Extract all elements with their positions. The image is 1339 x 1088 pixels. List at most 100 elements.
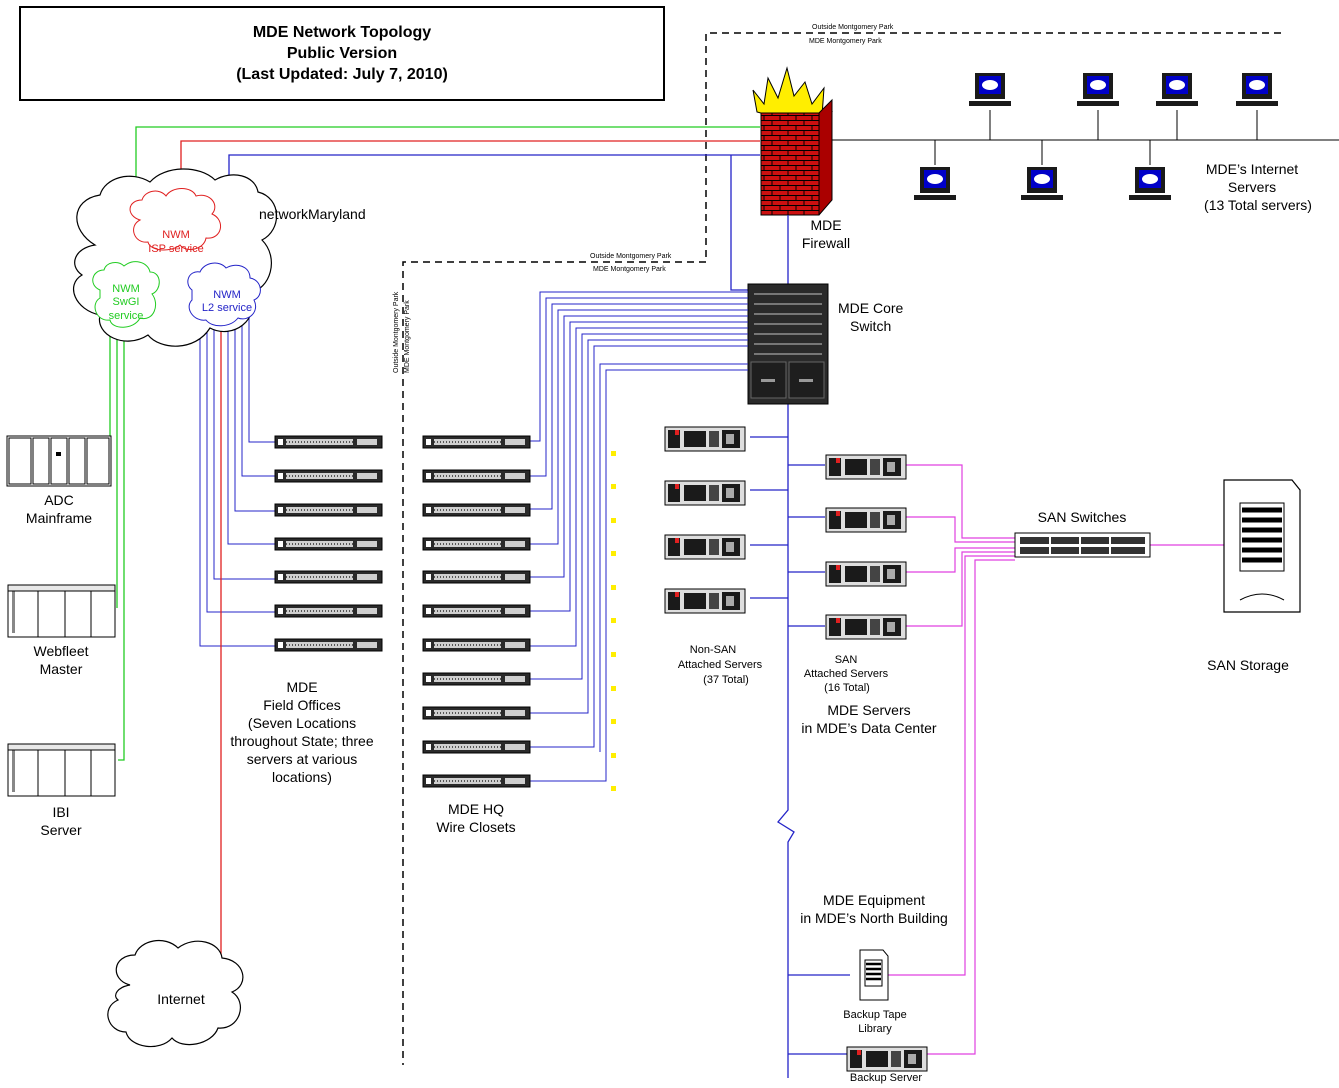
- boundary-outside-vert: Outside Montgomery Park: [393, 291, 400, 373]
- l2-label-1: NWM: [213, 289, 241, 301]
- san-server-icon: [825, 614, 907, 640]
- webfleet-label-2: Master: [40, 661, 83, 677]
- title-box: MDE Network Topology Public Version (Las…: [19, 6, 665, 101]
- core-switch-label-1: MDE Core: [838, 300, 904, 316]
- l2-label-2: L2 service: [202, 302, 252, 314]
- boundary-outside-top: Outside Montgomery Park: [812, 24, 894, 31]
- firewall-label-2: Firewall: [802, 235, 850, 251]
- field-switch-icon: [274, 638, 383, 652]
- closet-switch-icon: [422, 435, 531, 449]
- nonsan-label-2: Attached Servers: [678, 659, 763, 671]
- field-label-3: (Seven Locations: [248, 715, 356, 731]
- internet-server-icon: [1156, 73, 1198, 106]
- ibi-label-1: IBI: [52, 804, 69, 820]
- san-server-icon: [825, 507, 907, 533]
- hq-links: [530, 291, 748, 782]
- field-label-2: Field Offices: [263, 697, 341, 713]
- closet-markers: [611, 451, 616, 791]
- campus-boundary: Outside Montgomery Park MDE Montgomery P…: [393, 24, 1281, 1065]
- closet-switch-icon: [422, 774, 531, 788]
- san-server-icon: [825, 454, 907, 480]
- closet-switch-icon: [422, 570, 531, 584]
- datacenter-label-2: in MDE’s Data Center: [801, 720, 936, 736]
- title-line-3: (Last Updated: July 7, 2010): [236, 66, 448, 83]
- san-attached-servers: SAN Attached Servers (16 Total): [804, 454, 907, 694]
- field-switch-icon: [274, 570, 383, 584]
- isp-label-1: NWM: [162, 229, 190, 241]
- closet-switch-icon: [422, 740, 531, 754]
- non-san-server-icon: [664, 426, 746, 452]
- internet-servers-network: MDE’s Internet Servers (13 Total servers…: [825, 73, 1339, 213]
- field-label-4: throughout State; three: [230, 733, 373, 749]
- backup-tape-label-2: Library: [858, 1023, 892, 1035]
- closet-switch-icon: [422, 672, 531, 686]
- san-attached-label-1: SAN: [835, 654, 858, 666]
- field-switch-icon: [274, 469, 383, 483]
- field-label-1: MDE: [286, 679, 317, 695]
- core-switch-label-2: Switch: [850, 318, 891, 334]
- non-san-server-icon: [664, 480, 746, 506]
- internet-servers-label-1: MDE’s Internet: [1206, 161, 1298, 177]
- san-storage-label: SAN Storage: [1207, 657, 1289, 673]
- field-offices: MDE Field Offices (Seven Locations throu…: [230, 435, 383, 785]
- closet-switch-icon: [422, 469, 531, 483]
- internet-server-icon: [1021, 167, 1063, 200]
- backup-tape-label-1: Backup Tape: [843, 1009, 906, 1021]
- cloud-nm-label: networkMaryland: [259, 206, 366, 222]
- title-line-2: Public Version: [287, 45, 397, 62]
- non-san-server-icon: [664, 588, 746, 614]
- field-label-6: locations): [272, 769, 332, 785]
- hq-label-2: Wire Closets: [436, 819, 515, 835]
- core-switch-icon: MDE Core Switch: [747, 283, 904, 405]
- field-switch-icon: [274, 435, 383, 449]
- san-attached-label-2: Attached Servers: [804, 668, 889, 680]
- title-line-1: MDE Network Topology: [253, 24, 431, 41]
- adc-mainframe-icon: ADC Mainframe: [6, 435, 112, 526]
- boundary-outside-mid: Outside Montgomery Park: [590, 253, 672, 260]
- san-switches-label: SAN Switches: [1038, 509, 1127, 525]
- field-switch-icon: [274, 503, 383, 517]
- backup-server-icon: Backup Server: [846, 1046, 928, 1084]
- backbone: [750, 215, 850, 1078]
- networkmaryland-cloud: networkMaryland NWM ISP service NWM SwGI…: [72, 168, 366, 347]
- non-san-servers: Non-SAN Attached Servers (37 Total): [664, 426, 763, 686]
- backup-server-label: Backup Server: [850, 1072, 922, 1084]
- closet-switch-icon: [422, 604, 531, 618]
- internet-server-icon: [969, 73, 1011, 106]
- internet-server-icon: [1129, 167, 1171, 200]
- webfleet-master-icon: Webfleet Master: [7, 584, 116, 677]
- boundary-inside-vert: MDE Montgomery Park: [404, 300, 411, 373]
- north-label-1: MDE Equipment: [823, 892, 925, 908]
- firewall-icon: MDE Firewall: [752, 66, 850, 251]
- san-links: [885, 464, 1225, 1055]
- san-switches-icon: SAN Switches: [1014, 509, 1151, 558]
- closet-switch-icon: [422, 638, 531, 652]
- ibi-server-icon: IBI Server: [7, 743, 116, 838]
- san-server-icon: [825, 561, 907, 587]
- internet-server-icon: [914, 167, 956, 200]
- closet-switch-icon: [422, 537, 531, 551]
- boundary-inside-mid: MDE Montgomery Park: [593, 266, 666, 273]
- internet-servers-label-3: (13 Total servers): [1204, 197, 1312, 213]
- ibi-label-2: Server: [40, 822, 82, 838]
- san-storage-icon: SAN Storage: [1207, 479, 1301, 673]
- field-switch-icon: [274, 604, 383, 618]
- nonsan-label-3: (37 Total): [703, 674, 749, 686]
- webfleet-label-1: Webfleet: [34, 643, 89, 659]
- san-attached-label-3: (16 Total): [824, 682, 870, 694]
- isp-label-2: ISP service: [148, 243, 203, 255]
- datacenter-label-1: MDE Servers: [827, 702, 910, 718]
- swgi-links: [109, 310, 125, 761]
- swgi-label-1: NWM: [112, 283, 140, 295]
- field-office-links: [199, 310, 275, 647]
- hq-label-1: MDE HQ: [448, 801, 504, 817]
- closet-switch-icon: [422, 706, 531, 720]
- internet-server-icon: [1077, 73, 1119, 106]
- internet-label: Internet: [157, 991, 205, 1007]
- field-switch-icon: [274, 537, 383, 551]
- field-label-5: servers at various: [247, 751, 357, 767]
- internet-cloud: Internet: [107, 939, 244, 1048]
- nonsan-label-1: Non-SAN: [690, 644, 737, 656]
- backup-tape-library-icon: Backup Tape Library: [843, 949, 907, 1035]
